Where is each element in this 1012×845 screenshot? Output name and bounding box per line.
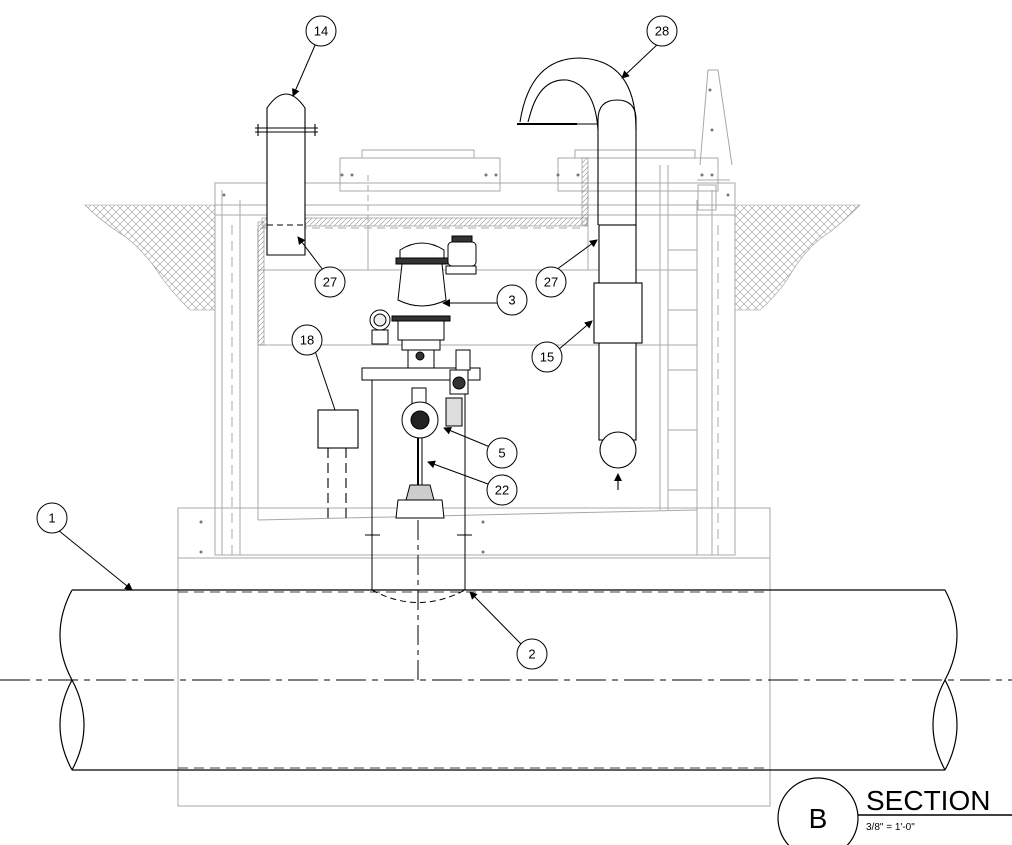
callout-1: 1 [36, 502, 68, 534]
callout-22: 22 [486, 474, 518, 506]
box-18 [317, 409, 359, 520]
callout-2: 2 [516, 638, 548, 670]
intake-15 [593, 224, 643, 490]
main-pipe [0, 589, 1012, 771]
section-scale: 3/8" = 1'-0" [866, 822, 915, 833]
anchor-bolts [199, 88, 730, 554]
callout-3: 3 [496, 284, 528, 316]
svg-text:27: 27 [544, 275, 558, 290]
air-valve-assembly [361, 235, 481, 519]
svg-text:27: 27 [323, 275, 337, 290]
soil-left [84, 204, 216, 311]
leaders [57, 41, 661, 646]
callout-28: 28 [646, 15, 678, 47]
svg-text:2: 2 [528, 647, 535, 662]
vent-14 [255, 93, 318, 256]
callout-27-right: 27 [535, 266, 567, 298]
wall-hatch-right [581, 157, 589, 226]
svg-text:15: 15 [540, 350, 554, 365]
callout-27-left: 27 [314, 266, 346, 298]
svg-text:28: 28 [655, 24, 669, 39]
roof-hatch [261, 217, 588, 227]
callout-5: 5 [486, 437, 518, 469]
callout-14: 14 [305, 15, 337, 47]
svg-text:3: 3 [508, 293, 515, 308]
svg-text:5: 5 [498, 446, 505, 461]
base-slab [177, 507, 771, 807]
vent-28 [517, 57, 637, 225]
section-title: SECTION [866, 785, 990, 816]
section-title-block: B SECTION 3/8" = 1'-0" [777, 777, 1012, 845]
svg-text:1: 1 [48, 511, 55, 526]
callout-15: 15 [531, 341, 563, 373]
soil-right [734, 204, 861, 311]
svg-text:22: 22 [495, 483, 509, 498]
svg-text:18: 18 [300, 333, 314, 348]
callout-18: 18 [291, 324, 323, 356]
section-letter: B [809, 803, 828, 834]
riser-pipe [365, 370, 472, 680]
wall-hatch-left [257, 221, 265, 346]
svg-text:14: 14 [314, 24, 328, 39]
